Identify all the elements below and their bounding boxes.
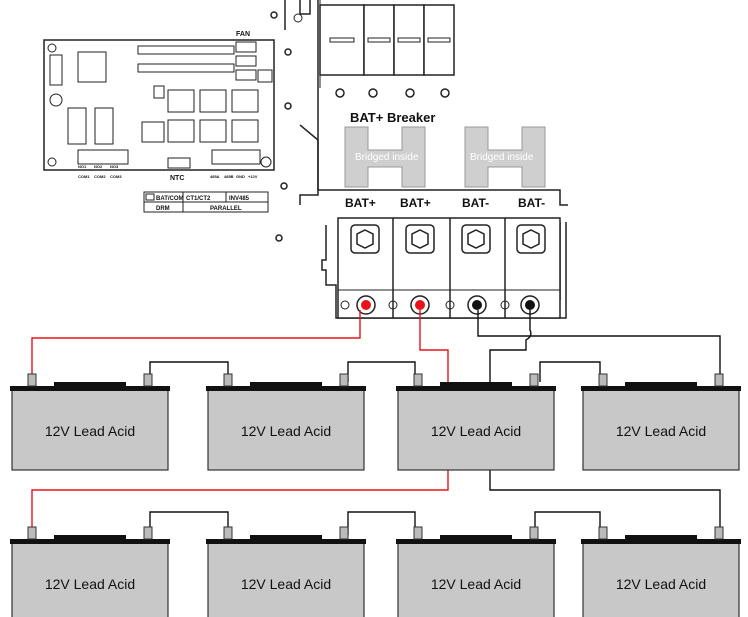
terminal-label-4: BAT-: [518, 196, 545, 210]
battery-label: 12V Lead Acid: [431, 576, 521, 592]
battery-label: 12V Lead Acid: [431, 423, 521, 439]
bat-breaker: [319, 4, 455, 98]
battery-terminal-positive: [598, 526, 608, 540]
bridge-right-label: Bridged inside: [470, 152, 534, 163]
positive-wire-bottom: [31, 462, 449, 535]
battery-terminal-positive: [598, 373, 608, 387]
pin-label-485b: 485B: [224, 174, 234, 179]
positive-wire-top: [31, 310, 361, 382]
battery-terminal-positive: [27, 526, 37, 540]
battery-label: 12V Lead Acid: [45, 576, 135, 592]
pin-label-485a: 485A: [210, 174, 220, 179]
battery-top-4: 12V Lead Acid: [581, 373, 741, 471]
negative-wire-top: [477, 310, 721, 382]
pin-label-gnd: GND: [236, 174, 245, 179]
bridge-block-right: Bridged inside: [464, 126, 546, 188]
battery-terminal-negative: [529, 526, 539, 540]
battery-terminal-negative: [339, 373, 349, 387]
inverter-terminal-area: BAT+ Breaker Bridged inside Bridged insi…: [284, 0, 568, 319]
port-parallel: PARALLEL: [210, 206, 242, 212]
port-ct: CT1/CT2: [186, 196, 211, 202]
bridge-left-label: Bridged inside: [355, 152, 419, 163]
port-bat-com: BAT/COM: [156, 196, 184, 202]
battery-top-3: 12V Lead Acid: [396, 373, 556, 471]
ntc-label: NTC: [170, 175, 184, 182]
terminal-label-1: BAT+: [345, 196, 376, 210]
battery-label: 12V Lead Acid: [616, 576, 706, 592]
battery-bank: 12V Lead Acid 12V Lead Acid 12V Lead Acid 1…: [10, 373, 741, 617]
battery-bottom-2: 12V Lead Acid: [206, 526, 366, 617]
no-label-2: NO2: [94, 164, 103, 169]
battery-terminal-negative: [714, 526, 724, 540]
battery-bottom-4: 12V Lead Acid: [581, 526, 741, 617]
positive-wire-middle: [419, 310, 449, 382]
terminal-label-3: BAT-: [462, 196, 489, 210]
battery-terminal-positive: [413, 373, 423, 387]
battery-top-2: 12V Lead Acid: [206, 373, 366, 471]
no-label-1: NO1: [78, 164, 87, 169]
port-inv485: INV485: [229, 196, 250, 202]
battery-terminal-positive: [27, 373, 37, 387]
battery-label: 12V Lead Acid: [45, 423, 135, 439]
breaker-label: BAT+ Breaker: [350, 110, 435, 125]
fan-label: FAN: [236, 31, 250, 38]
bridge-block-left: Bridged inside: [344, 126, 426, 188]
battery-top-1: 12V Lead Acid: [10, 373, 170, 471]
terminal-block: [337, 217, 561, 319]
battery-terminal-positive: [413, 526, 423, 540]
control-board: FAN NTC COM1 COM2 COM3 NO1 NO2 NO3 485A …: [43, 11, 292, 242]
negative-wire-middle: [489, 310, 532, 382]
com-label-3: COM3: [110, 174, 122, 179]
battery-terminal-negative: [714, 373, 724, 387]
battery-bottom-3: 12V Lead Acid: [396, 526, 556, 617]
battery-terminal-positive: [223, 526, 233, 540]
no-label-3: NO3: [110, 164, 119, 169]
pin-label-12v: +12V: [248, 174, 258, 179]
negative-wire-bottom: [489, 462, 721, 535]
battery-terminal-negative: [339, 526, 349, 540]
battery-label: 12V Lead Acid: [241, 423, 331, 439]
battery-bottom-1: 12V Lead Acid: [10, 526, 170, 617]
port-table: BAT/COM CT1/CT2 INV485 DRM PARALLEL: [143, 191, 269, 213]
wiring: [31, 310, 721, 535]
battery-terminal-positive: [223, 373, 233, 387]
battery-label: 12V Lead Acid: [616, 423, 706, 439]
port-drm: DRM: [156, 206, 170, 212]
com-label-2: COM2: [94, 174, 106, 179]
battery-terminal-negative: [529, 373, 539, 387]
battery-terminal-negative: [143, 526, 153, 540]
terminal-label-2: BAT+: [400, 196, 431, 210]
battery-terminal-negative: [143, 373, 153, 387]
battery-label: 12V Lead Acid: [241, 576, 331, 592]
com-label-1: COM1: [78, 174, 90, 179]
